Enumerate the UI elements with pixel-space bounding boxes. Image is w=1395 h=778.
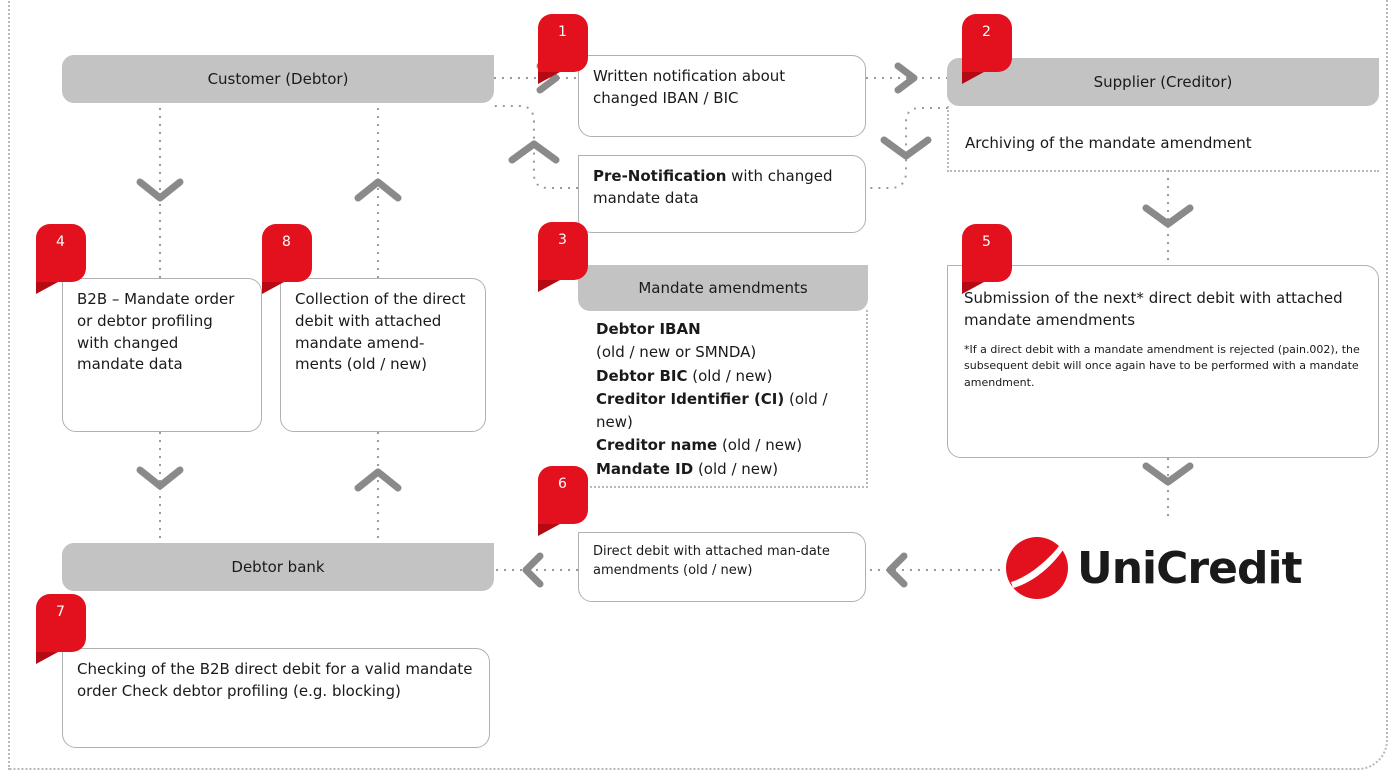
- unicredit-logo-text: UniCredit: [1077, 542, 1303, 594]
- direct-debit-box: Direct debit with attached man-date amen…: [578, 532, 866, 602]
- written-notification-box: Written notification about changed IBAN …: [578, 55, 866, 137]
- chevron-down-icon: [880, 136, 932, 160]
- written-notification-text: Written notification about changed IBAN …: [593, 67, 786, 107]
- mandate-item: Creditor Identifier (CI) (old / new): [596, 389, 828, 431]
- line-supplier-to-prenotification: [866, 107, 948, 189]
- step-badge-3: 3: [538, 222, 588, 292]
- mandate-item: Mandate ID (old / new): [596, 459, 779, 478]
- pre-notification-box: Pre-Notification with changed mandate da…: [578, 155, 866, 233]
- step-badge-7: 7: [36, 594, 86, 664]
- mandate-item: (old / new or SMNDA): [596, 343, 757, 362]
- step-badge-5: 5: [962, 224, 1012, 294]
- submission-footnote: *If a direct debit with a mandate amendm…: [964, 342, 1360, 389]
- mandate-item: Creditor name (old / new): [596, 436, 803, 455]
- chevron-up-icon: [354, 468, 402, 492]
- chevron-left-icon: [522, 552, 544, 588]
- collection-box: Collection of the direct debit with atta…: [280, 278, 486, 432]
- checking-box: Checking of the B2B direct debit for a v…: [62, 648, 490, 748]
- step-badge-8: 8: [262, 224, 312, 294]
- customer-header: Customer (Debtor): [62, 55, 494, 103]
- submission-box: Submission of the next* direct debit wit…: [947, 265, 1379, 458]
- supplier-header: Supplier (Creditor): [947, 58, 1379, 106]
- chevron-left-icon: [886, 552, 908, 588]
- chevron-right-icon: [894, 62, 918, 94]
- b2b-mandate-box: B2B – Mandate order or debtor profiling …: [62, 278, 262, 432]
- step-badge-2: 2: [962, 14, 1012, 84]
- debtor-bank-header: Debtor bank: [62, 543, 494, 591]
- unicredit-logo: UniCredit: [1005, 535, 1303, 601]
- pre-notification-text: with changed mandate data: [593, 167, 833, 207]
- chevron-down-icon: [136, 178, 184, 202]
- step-badge-6: 6: [538, 466, 588, 536]
- step-badge-1: 1: [538, 14, 588, 84]
- direct-debit-text: Direct debit with attached man-date amen…: [593, 544, 830, 578]
- collection-text: Collection of the direct debit with atta…: [295, 290, 466, 374]
- mandate-item: Debtor IBAN: [596, 320, 701, 338]
- b2b-mandate-text: B2B – Mandate order or debtor profiling …: [77, 290, 235, 374]
- chevron-down-icon: [1142, 204, 1194, 228]
- diagram-frame: [8, 0, 1388, 770]
- chevron-up-icon: [354, 178, 402, 202]
- mandate-item: Debtor BIC (old / new): [596, 366, 773, 385]
- chevron-down-icon: [136, 466, 184, 490]
- step-badge-4: 4: [36, 224, 86, 294]
- pre-notification-title: Pre-Notification: [593, 167, 727, 185]
- mandate-amendments-header: Mandate amendments: [578, 265, 868, 311]
- archiving-text: Archiving of the mandate amendment: [965, 134, 1252, 152]
- chevron-down-icon: [1142, 462, 1194, 486]
- checking-text: Checking of the B2B direct debit for a v…: [77, 660, 473, 700]
- mandate-amendments-list: Debtor IBAN (old / new or SMNDA) Debtor …: [578, 310, 868, 488]
- unicredit-emblem-icon: [1006, 537, 1068, 599]
- chevron-up-icon: [508, 140, 560, 164]
- archiving-box: Archiving of the mandate amendment: [947, 106, 1379, 172]
- submission-text: Submission of the next* direct debit wit…: [964, 289, 1343, 329]
